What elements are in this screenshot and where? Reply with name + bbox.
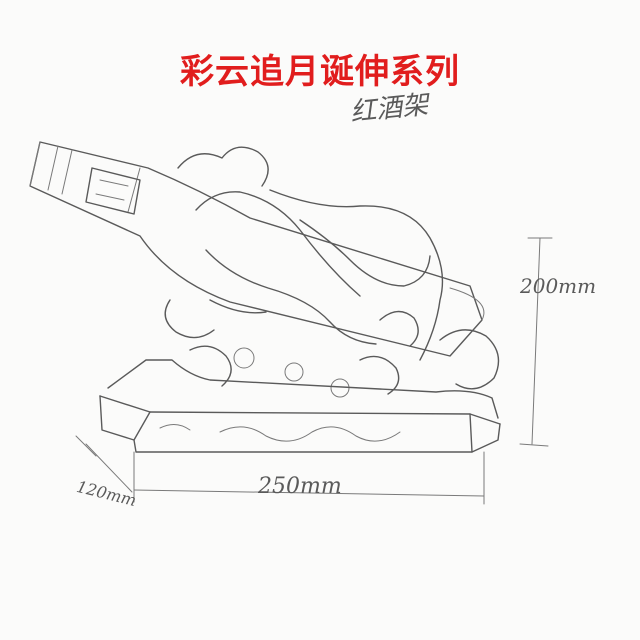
width-dimension: 250mm bbox=[258, 474, 342, 499]
rack-base bbox=[99, 359, 501, 453]
height-dimension: 200mm bbox=[520, 274, 597, 298]
series-title: 彩云追月诞伸系列 bbox=[180, 52, 460, 92]
wine-bottle bbox=[29, 141, 485, 357]
dimension-lines bbox=[75, 237, 553, 505]
cloud-scroll-holder bbox=[164, 146, 500, 398]
